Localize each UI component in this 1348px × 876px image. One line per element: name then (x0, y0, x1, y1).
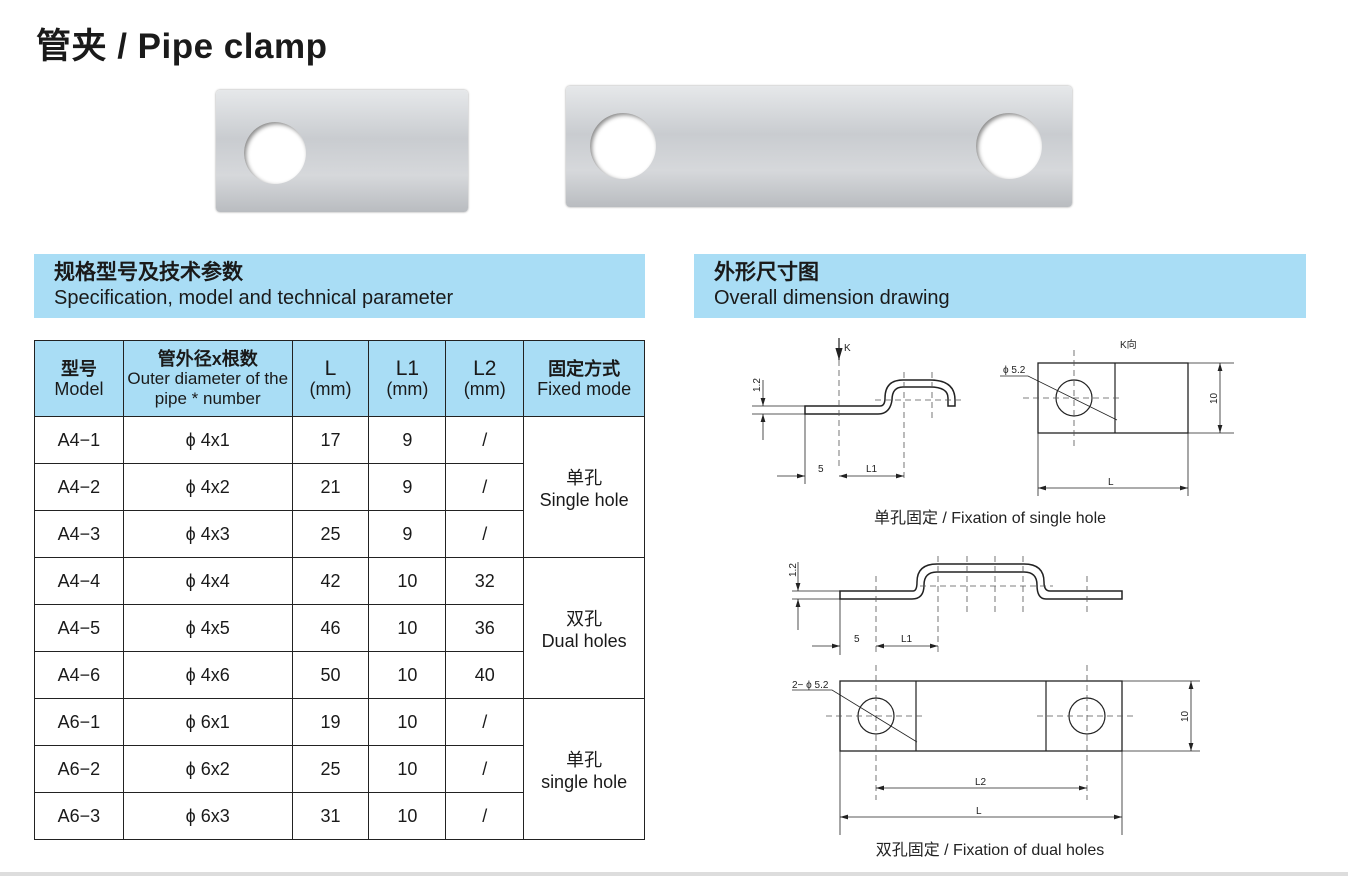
dual-hole-side-view (792, 556, 1123, 655)
spec-title-zh: 规格型号及技术参数 (54, 261, 243, 284)
cell-od: ϕ 4x5 (122, 604, 293, 652)
k-label: K (844, 343, 851, 354)
cell-od: ϕ 6x3 (122, 792, 293, 840)
spec-section-header: 规格型号及技术参数 Specification, model and techn… (34, 254, 645, 318)
header-l: L(mm) (291, 340, 370, 417)
hole-dia-label: ϕ 5.2 (1003, 365, 1026, 376)
fixed-mode-zh: 单孔 (566, 467, 603, 488)
cell-model: A6−1 (34, 698, 124, 746)
cell-l1: 10 (368, 557, 447, 605)
dim-l-label: L (976, 806, 982, 817)
cell-model: A4−2 (34, 463, 124, 511)
cell-l2: 32 (445, 557, 525, 605)
cell-l1: 10 (368, 698, 447, 746)
hole-dia-label: 2− ϕ 5.2 (792, 680, 829, 691)
header-l1: L1(mm) (368, 340, 447, 417)
page-title: 管夹 / Pipe clamp (36, 27, 328, 66)
cell-l1: 9 (368, 416, 447, 464)
cell-l2: / (445, 463, 525, 511)
dim-l1-label: L1 (901, 634, 913, 645)
cell-l1: 10 (368, 604, 447, 652)
fixed-mode-en: single hole (541, 771, 628, 792)
cell-l: 17 (291, 416, 370, 464)
dim-l2-label: L2 (975, 777, 987, 788)
cell-l1: 9 (368, 463, 447, 511)
dim-l1-label: L1 (866, 464, 878, 475)
cell-l1: 10 (368, 651, 447, 699)
cell-l2: / (445, 745, 525, 793)
dim-5-label: 5 (854, 634, 860, 645)
dim-l-label: L (1108, 477, 1114, 488)
cell-od: ϕ 4x6 (122, 651, 293, 699)
cell-l: 21 (291, 463, 370, 511)
cell-l: 31 (291, 792, 370, 840)
cell-l2: / (445, 510, 525, 558)
cell-l1: 9 (368, 510, 447, 558)
cell-l1: 10 (368, 792, 447, 840)
k-view-label: K向 (1120, 338, 1137, 351)
cell-l2: / (445, 792, 525, 840)
single-hole-clamp-photo (216, 90, 468, 212)
page-divider (0, 872, 1348, 876)
fixed-mode-en: Single hole (539, 489, 629, 510)
cell-model: A6−3 (34, 792, 124, 840)
dual-hole-plan-view (792, 665, 1200, 835)
thickness-label: 1.2 (788, 563, 799, 577)
spec-title-en: Specification, model and technical param… (54, 287, 454, 309)
cell-model: A4−1 (34, 416, 124, 464)
cell-od: ϕ 4x2 (122, 463, 293, 511)
dims-title-zh: 外形尺寸图 (714, 261, 819, 284)
single-hole-side-view (752, 338, 962, 484)
cell-model: A4−3 (34, 510, 124, 558)
cell-l: 19 (291, 698, 370, 746)
dim-10-label: 10 (1180, 710, 1191, 722)
cell-l: 25 (291, 510, 370, 558)
dimension-section-header: 外形尺寸图 Overall dimension drawing (694, 254, 1306, 318)
dims-title-en: Overall dimension drawing (714, 287, 950, 309)
cell-l2: / (445, 698, 525, 746)
fixed-mode-zh: 单孔 (566, 749, 603, 770)
single-hole-k-view (1000, 350, 1234, 496)
cell-l2: 40 (445, 651, 525, 699)
header-l2: L2(mm) (445, 340, 525, 417)
dual-hole-caption: 双孔固定 / Fixation of dual holes (876, 841, 1105, 859)
cell-l: 25 (291, 745, 370, 793)
cell-l2: 36 (445, 604, 525, 652)
dual-hole-clamp-photo (566, 86, 1072, 207)
fixed-mode-en: Dual holes (541, 630, 627, 651)
cell-od: ϕ 4x3 (122, 510, 293, 558)
thickness-label: 1.2 (752, 378, 763, 392)
single-hole-caption: 单孔固定 / Fixation of single hole (874, 509, 1106, 527)
dim-10-label: 10 (1209, 392, 1220, 404)
cell-od: ϕ 4x1 (122, 416, 293, 464)
dim-5-label: 5 (818, 464, 824, 475)
fixed-mode-zh: 双孔 (566, 608, 603, 629)
cell-l: 50 (291, 651, 370, 699)
cell-od: ϕ 6x1 (122, 698, 293, 746)
clamp-hole (976, 113, 1042, 179)
cell-l: 46 (291, 604, 370, 652)
clamp-hole (244, 122, 306, 184)
clamp-hole (590, 113, 656, 179)
cell-od: ϕ 4x4 (122, 557, 293, 605)
